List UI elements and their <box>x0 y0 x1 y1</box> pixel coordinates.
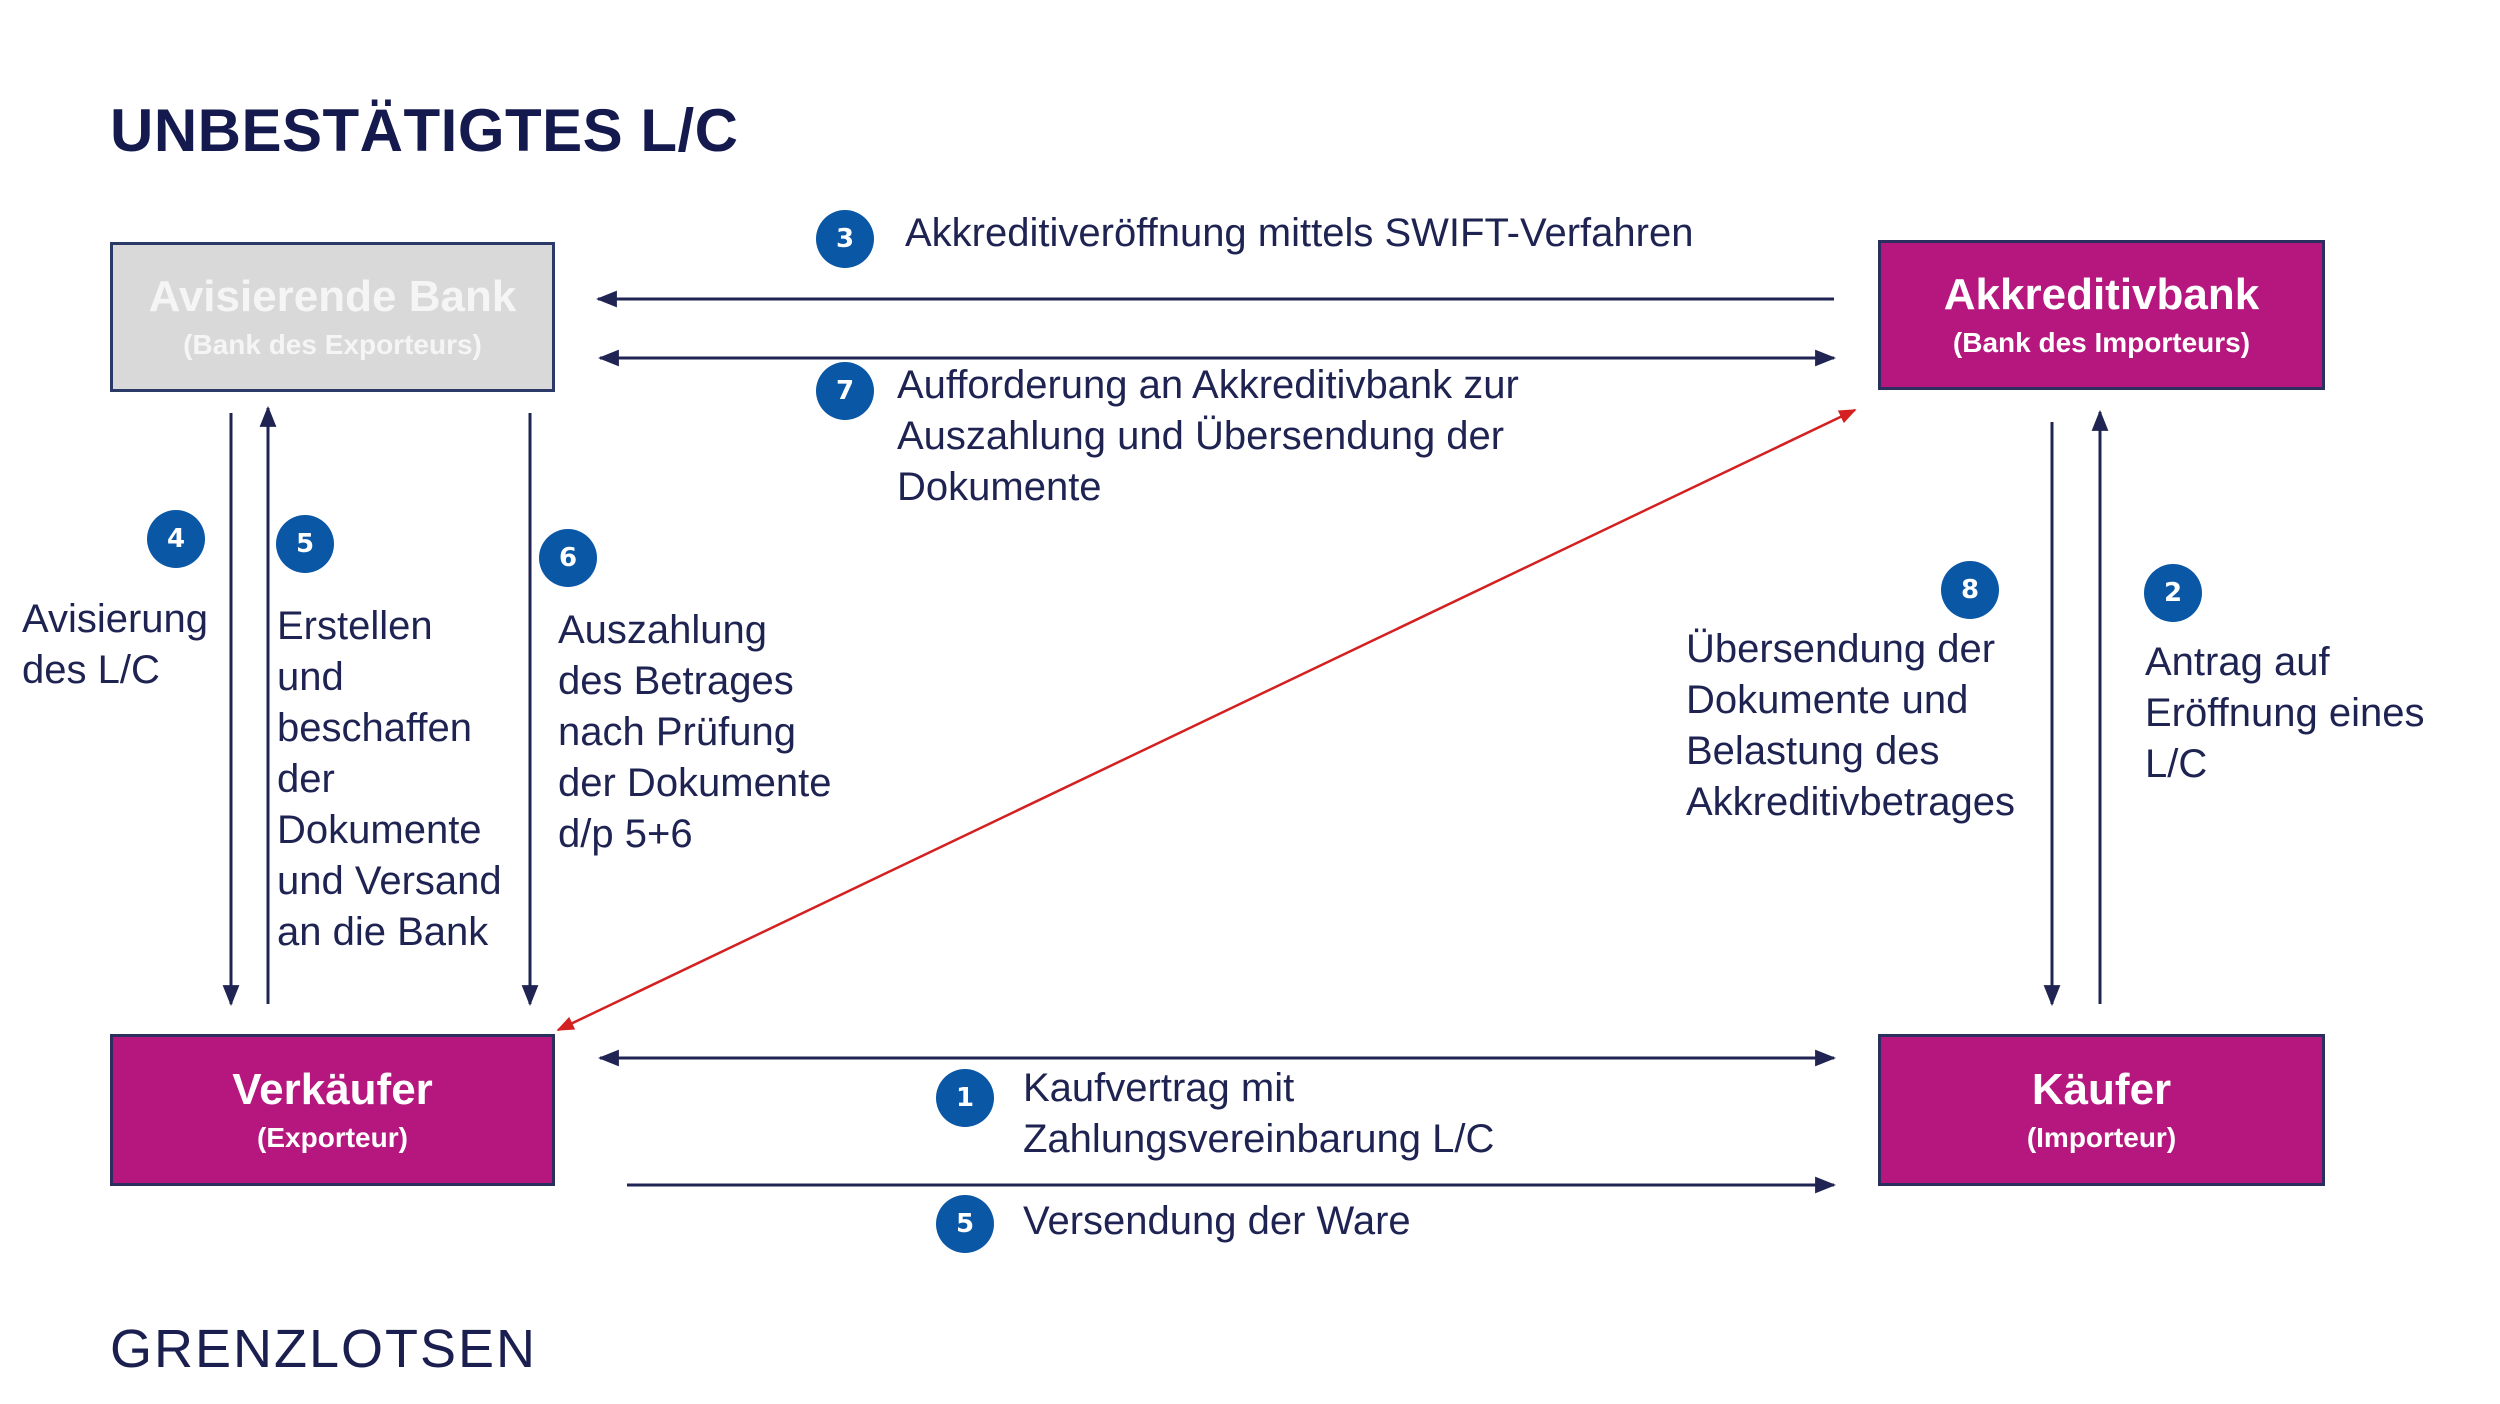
step-8-label: Übersendung der Dokumente und Belastung … <box>1686 627 2016 824</box>
seller-sub: (Exporteur) <box>257 1122 408 1154</box>
step-3-label: Akkreditiveröffnung mittels SWIFT-Verfah… <box>905 211 1694 255</box>
advising-bank-box: Avisierende Bank (Bank des Exporteurs) <box>110 242 555 392</box>
step-1-badge: 1 <box>936 1069 994 1127</box>
red-diagonal-arrow <box>556 408 1857 1032</box>
step-4-label: Avisierung des L/C <box>22 597 209 692</box>
step-2-label: Antrag auf Eröffnung eines L/C <box>2145 640 2425 786</box>
step-1-label: Kaufvertrag mit Zahlungsvereinbarung L/C <box>1023 1066 1495 1161</box>
advising-bank-name: Avisierende Bank <box>148 271 517 321</box>
buyer-sub: (Importeur) <box>2026 1122 2177 1154</box>
seller-box: Verkäufer (Exporteur) <box>110 1034 555 1186</box>
advising-bank-sub: (Bank des Exporteurs) <box>183 329 482 361</box>
step-8-badge: 8 <box>1941 561 1999 619</box>
step-5-docs-label: Erstellen und beschaffen der Dokumente u… <box>277 604 502 954</box>
step-2-badge: 2 <box>2144 564 2202 622</box>
issuing-bank-sub: (Bank des Importeurs) <box>1952 327 2251 359</box>
step-4-badge: 4 <box>147 510 205 568</box>
step-6-label: Auszahlung des Betrages nach Prüfung der… <box>558 608 832 856</box>
step-6-badge: 6 <box>539 529 597 587</box>
grenzlotsen-logo: GRENZLOTSEN <box>110 1319 538 1379</box>
step-5-docs-badge: 5 <box>276 515 334 573</box>
buyer-name: Käufer <box>2031 1064 2172 1114</box>
step-7-label: Aufforderung an Akkreditivbank zur Ausza… <box>897 363 1519 509</box>
issuing-bank-name: Akkreditivbank <box>1943 269 2260 319</box>
step-5-goods-badge: 5 <box>936 1195 994 1253</box>
step-5-goods-label: Versendung der Ware <box>1023 1199 1411 1243</box>
step-3-badge: 3 <box>816 210 874 268</box>
seller-name: Verkäufer <box>232 1064 433 1114</box>
page-title: UNBESTÄTIGTES L/C <box>110 97 739 164</box>
issuing-bank-box: Akkreditivbank (Bank des Importeurs) <box>1878 240 2325 390</box>
step-7-badge: 7 <box>816 362 874 420</box>
buyer-box: Käufer (Importeur) <box>1878 1034 2325 1186</box>
